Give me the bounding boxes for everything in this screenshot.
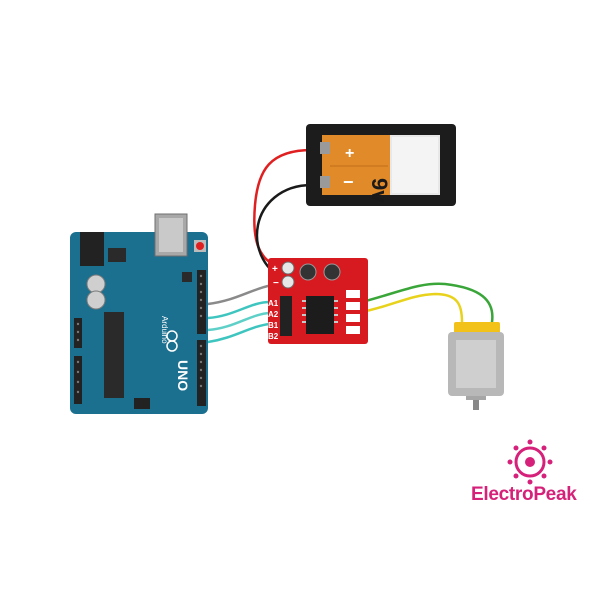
voltage-regulator	[108, 248, 126, 262]
usb-port-inner	[159, 218, 183, 252]
reset-button	[196, 242, 204, 250]
driver-pin-label-b2: B2	[268, 332, 279, 341]
wire-battery-negative	[255, 183, 314, 280]
battery-terminal-positive	[320, 142, 330, 154]
terminal-power-plus	[281, 261, 295, 275]
battery-label-area	[392, 137, 438, 193]
digital-header-top	[197, 270, 206, 334]
driver-pin-label-b1: B1	[268, 321, 279, 330]
terminal-power-minus	[281, 275, 295, 289]
wire-signal-a1	[206, 300, 272, 320]
wire-signal-b1	[206, 322, 272, 344]
output-terminal-1	[346, 290, 360, 298]
capacitor-2	[86, 290, 106, 310]
driver-chip-pins	[302, 300, 338, 323]
driver-power-plus-label: +	[272, 264, 278, 275]
power-jack	[80, 232, 104, 266]
arduino-brand-text: Arduino	[160, 316, 169, 344]
dc-motor	[448, 322, 504, 410]
motor-shaft	[473, 396, 479, 410]
battery-plus-label: +	[345, 145, 354, 162]
driver-capacitor-1	[299, 263, 317, 281]
battery-9v: + − 9v	[306, 124, 456, 206]
battery-minus-label: −	[343, 172, 354, 192]
motor-shaft-collar	[466, 396, 486, 400]
driver-chip	[306, 296, 334, 334]
wire-signal-a2	[206, 311, 272, 332]
output-terminal-4	[346, 326, 360, 334]
wires	[206, 148, 494, 344]
output-terminal-3	[346, 314, 360, 322]
capacitor-1	[86, 274, 106, 294]
electropeak-logo-icon	[507, 439, 553, 485]
battery-terminal-negative	[320, 176, 330, 188]
output-terminal-2	[346, 302, 360, 310]
driver-power-minus-label: −	[273, 278, 279, 289]
brand-name: ElectroPeak	[471, 484, 577, 505]
wire-motor-yellow	[360, 292, 464, 324]
wire-motor-green	[360, 282, 494, 324]
motor-body-highlight	[456, 340, 496, 388]
wire-battery-positive	[253, 148, 314, 270]
usb-chip	[182, 272, 192, 282]
driver-capacitor-2	[323, 263, 341, 281]
battery-voltage-label: 9v	[367, 178, 392, 203]
motor-cap	[454, 322, 500, 334]
analog-header	[74, 356, 82, 404]
arduino-logo-text: UNO	[175, 360, 191, 391]
motor-driver-board: + − A1 A2 B1 B2	[268, 258, 368, 344]
header-pins	[76, 274, 203, 394]
arduino-uno-board: UNO Arduino	[70, 213, 208, 414]
driver-pin-label-a2: A2	[268, 310, 279, 319]
icsp-header	[134, 398, 150, 409]
driver-pin-label-a1: A1	[268, 299, 279, 308]
digital-header-bottom	[197, 340, 206, 406]
arduino-infinity-logo	[166, 330, 178, 352]
atmega-chip	[104, 312, 124, 398]
driver-input-header	[280, 296, 292, 336]
